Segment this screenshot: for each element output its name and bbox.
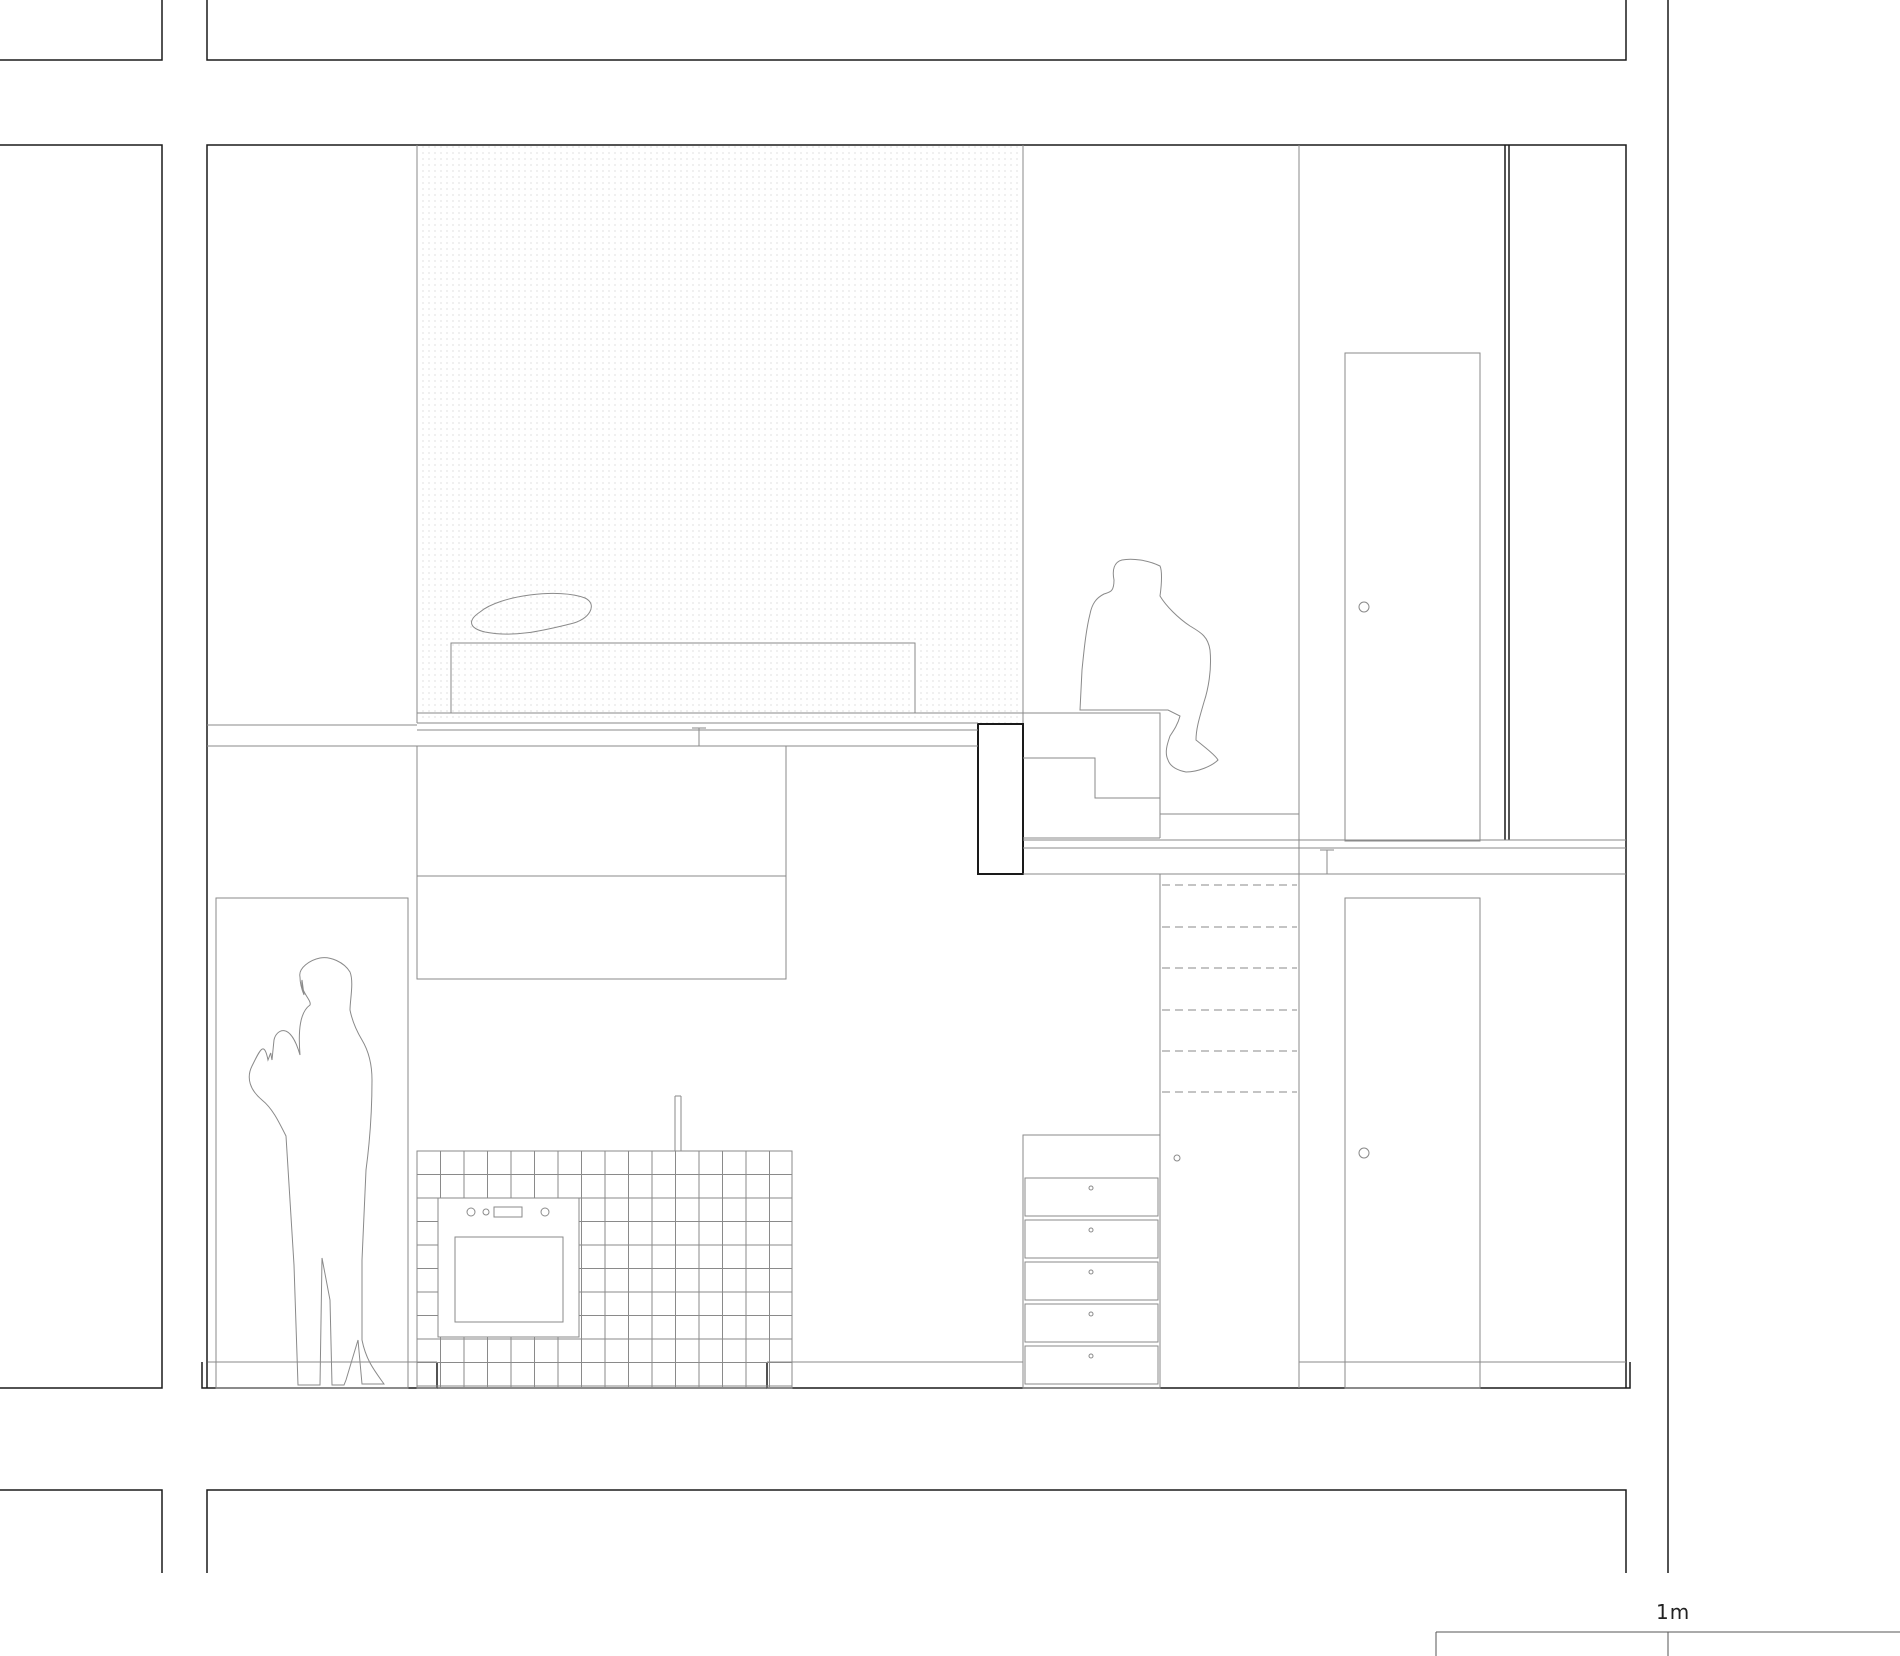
lower-door-knob (1358, 1147, 1370, 1159)
scale-bar-step (1435, 1631, 1900, 1656)
scale-bar-label: 1m (1656, 1600, 1691, 1624)
sitting-person-silhouette (1079, 558, 1219, 773)
upper-door (1344, 352, 1481, 842)
bottom-left-slab-edge (0, 1489, 163, 1573)
oven-window (454, 1236, 564, 1323)
oven-display (493, 1206, 523, 1218)
bottom-slab-edge (206, 1489, 1627, 1573)
interior-elements (207, 145, 1626, 1389)
oven-knob-mid (482, 1208, 490, 1216)
left-doorway (215, 897, 409, 1389)
steel-i-beam-right (1320, 849, 1334, 875)
stair-block (1023, 712, 1161, 838)
tall-cabinet-knob (1173, 1154, 1181, 1162)
standing-person-silhouette (248, 957, 385, 1386)
drawer-fronts (1024, 1177, 1159, 1385)
bed-platform (450, 642, 916, 714)
scale-bar (1435, 1631, 1900, 1656)
oven-knob-right (540, 1207, 550, 1217)
drawer-unit (1022, 1134, 1161, 1389)
faucet (674, 1095, 682, 1151)
overhead-cabinet-upper (416, 745, 787, 877)
top-slab-edge (206, 0, 1627, 61)
lower-door (1344, 897, 1481, 1389)
oven (437, 1197, 580, 1338)
pillow (471, 592, 592, 635)
oven-knob-left (466, 1207, 476, 1217)
structure (0, 0, 1669, 1573)
mezzanine-edge-beam (977, 723, 1024, 875)
top-left-slab-edge (0, 0, 163, 61)
floor-slab-right (766, 1362, 1631, 1389)
steel-i-beam-left (692, 727, 706, 747)
tall-cabinet-shelves (1162, 884, 1297, 1093)
overhead-cabinet-lower (416, 875, 787, 980)
drawer-knobs (1088, 1185, 1094, 1359)
upper-door-knob (1358, 601, 1370, 613)
perforated-wall-panel (417, 145, 1023, 723)
left-wall-outline (0, 144, 163, 1389)
floor-slab-left (201, 1362, 438, 1389)
